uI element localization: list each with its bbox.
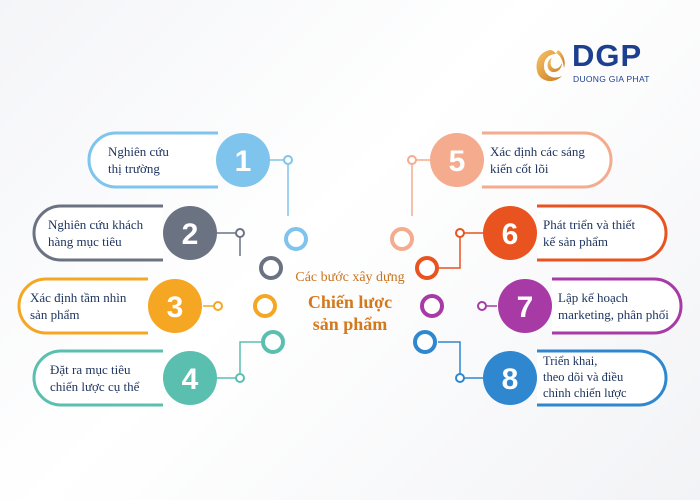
step-3: 3 [17,277,223,335]
node-2 [259,256,283,280]
node-5 [390,227,414,251]
step-1-number: 1 [235,145,252,178]
step-7-badge [498,279,552,333]
step-8-label-line2: theo dõi và điều [543,370,624,384]
step-4-label: Đặt ra mục tiêu chiến lược cụ thể [50,361,139,395]
step-3-label-line1: Xác định tầm nhìn [30,290,127,305]
step-4-pill [32,349,163,407]
node-3 [253,294,277,318]
step-7-label-line1: Lập kế hoạch [558,290,629,305]
step-8-number: 8 [502,363,519,396]
step-1-label-line1: Nghiên cứu [108,144,169,159]
step-2-badge [163,206,217,260]
step-8-badge [483,351,537,405]
step-3-label: Xác định tầm nhìn sản phẩm [30,289,126,323]
step-1-badge [216,133,270,187]
step-2-label: Nghiên cứu khách hàng mục tiêu [48,216,143,250]
step-6: 6 [438,204,668,269]
step-7-label: Lập kế hoạch marketing, phân phối [558,289,669,323]
step-5: 5 [407,131,613,216]
logo-tagline: DUONG GIA PHAT [573,74,650,84]
step-8-pill [537,349,668,407]
logo-swirl-icon [536,50,565,82]
step-2: 2 [32,204,245,262]
step-8-label-line3: chỉnh chiến lược [543,386,627,400]
step-1-label-line2: thị trường [108,161,160,176]
step-6-badge [483,206,537,260]
node-6 [415,256,439,280]
step-3-label-line2: sản phẩm [30,307,80,322]
step-6-label-line1: Phát triển và thiết [543,217,636,232]
step-6-number: 6 [502,218,519,251]
step-5-pill [482,131,613,189]
step-2-number: 2 [182,218,199,251]
step-4-badge [163,351,217,405]
step-5-badge [430,133,484,187]
dgp-logo: DGP DUONG GIA PHAT [532,38,672,94]
node-7 [420,294,444,318]
step-5-label-line1: Xác định các sáng [490,144,585,159]
step-3-number: 3 [167,291,184,324]
step-6-label-line2: kế sản phẩm [543,234,608,249]
center-title-line2: sản phẩm [312,314,388,334]
center-nodes [253,227,444,354]
step-3-pill [17,277,148,335]
step-6-pill [537,204,668,262]
step-7: 7 [477,277,683,335]
step-7-number: 7 [517,291,534,324]
step-8-connector [438,341,488,379]
step-2-label-line1: Nghiên cứu khách [48,217,144,232]
step-4-label-line2: chiến lược cụ thể [50,379,140,394]
step-4: 4 [32,341,262,407]
node-8 [413,330,437,354]
center-title: Chiến lược sản phẩm [282,291,418,335]
step-2-pill [32,204,163,262]
logo-name: DGP [572,38,643,73]
step-5-number: 5 [449,145,466,178]
step-5-label-line2: kiến cốt lõi [490,161,549,176]
center-title-line1: Chiến lược [307,292,393,312]
step-5-connector [411,159,432,216]
step-4-label-line1: Đặt ra mục tiêu [50,362,131,377]
step-4-connector [212,341,262,379]
step-3-badge [148,279,202,333]
step-4-number: 4 [182,363,199,396]
node-4 [261,330,285,354]
step-7-label-line2: marketing, phân phối [558,307,669,322]
step-2-label-line2: hàng mục tiêu [48,234,122,249]
step-1-label: Nghiên cứu thị trường [108,143,169,177]
step-8: 8 [438,341,668,407]
step-1-pill [87,131,218,189]
step-8-label-line1: Triển khai, [543,354,598,368]
step-6-label: Phát triển và thiết kế sản phẩm [543,216,635,250]
step-8-label: Triển khai, theo dõi và điều chỉnh chiến… [543,353,627,401]
center-subtitle: Các bước xây dựng [295,270,405,285]
step-1-connector [268,159,289,216]
step-7-pill [552,277,683,335]
step-6-connector [438,232,488,269]
step-1: 1 [87,131,293,216]
node-1 [284,227,308,251]
step-5-label: Xác định các sáng kiến cốt lõi [490,143,585,177]
